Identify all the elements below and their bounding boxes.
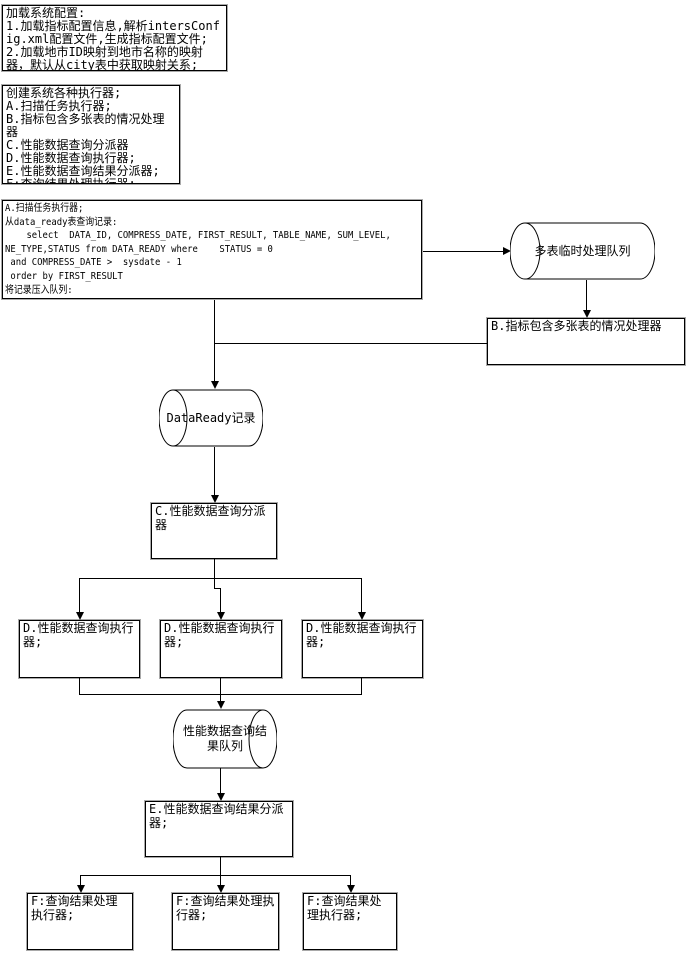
connector-to-d2 [220, 588, 221, 613]
node-query-executor-2: D.性能数据查询执行器; [160, 620, 282, 678]
queue-label: 性能数据查询结果队列 [182, 724, 267, 753]
queue-label: 多表临时处理队列 [534, 243, 631, 258]
connector-e-down [220, 856, 221, 876]
connector-merge-d [79, 694, 362, 695]
cylinder-shape-icon [173, 709, 277, 769]
node-scan-task-executor: A.扫描任务执行器; 从data_ready表查询记录: select DATA… [2, 200, 422, 299]
queue-cylinder-multi-table: 多表临时处理队列 [510, 222, 655, 280]
connector-a-to-queue1 [423, 251, 505, 252]
arrowhead-down-icon [217, 701, 225, 709]
connector-jog [214, 588, 221, 589]
connector-d2-out [220, 678, 221, 702]
connector-dataready-to-c [214, 447, 215, 496]
arrowhead-down-icon [583, 310, 591, 318]
note-executor-list: 创建系统各种执行器; A.扫描任务执行器; B.指标包含多张表的情况处理器 C.… [2, 85, 180, 184]
scan-task-sql-text: A.扫描任务执行器; 从data_ready表查询记录: select DATA… [5, 203, 391, 296]
arrowhead-down-icon [358, 612, 366, 620]
node-query-executor-3: D.性能数据查询执行器; [302, 620, 423, 678]
connector-to-f1 [80, 875, 81, 886]
node-result-executor-2: F:查询结果处理执行器; [172, 893, 279, 950]
connector-to-d3 [361, 578, 362, 613]
note-system-config: 加载系统配置: 1.加载指标配置信息,解析intersConfig.xml配置文… [2, 5, 227, 71]
arrowhead-down-icon [217, 885, 225, 893]
arrowhead-right-icon [503, 247, 511, 255]
arrowhead-down-icon [77, 885, 85, 893]
arrowhead-down-icon [217, 793, 225, 801]
node-multi-table-handler: B.指标包含多张表的情况处理器 [487, 318, 685, 365]
connector-b-back-to-main [214, 343, 487, 344]
connector-to-d1 [79, 578, 80, 613]
connector-d3-out [361, 678, 362, 695]
connector-to-f3 [350, 875, 351, 886]
connector-to-f2 [220, 875, 221, 886]
arrowhead-down-icon [211, 495, 219, 503]
arrowhead-down-icon [211, 381, 219, 389]
connector-queue3-to-e [220, 768, 221, 794]
arrowhead-down-icon [76, 612, 84, 620]
connector-branch-f [80, 875, 351, 876]
queue-label: DataReady记录 [166, 410, 256, 425]
cylinder-shape-icon [159, 389, 263, 447]
queue-cylinder-query-result: 性能数据查询结果队列 [173, 709, 277, 769]
queue-cylinder-dataready: DataReady记录 [159, 389, 263, 447]
connector-d1-out [79, 678, 80, 695]
connector-c-down [214, 558, 215, 589]
connector-queue1-to-b [586, 280, 587, 311]
node-result-executor-1: F:查询结果处理执行器; [27, 893, 133, 950]
node-query-dispatcher: C.性能数据查询分派器 [151, 503, 277, 559]
arrowhead-down-icon [347, 885, 355, 893]
node-result-dispatcher: E.性能数据查询结果分派器; [145, 801, 293, 857]
connector-branch-d [79, 578, 362, 579]
arrowhead-down-icon [217, 612, 225, 620]
node-query-executor-1: D.性能数据查询执行器; [19, 620, 140, 678]
connector-a-to-dataready [214, 300, 215, 382]
cylinder-shape-icon [510, 222, 655, 280]
node-result-executor-3: F:查询结果处理执行器; [303, 893, 397, 950]
